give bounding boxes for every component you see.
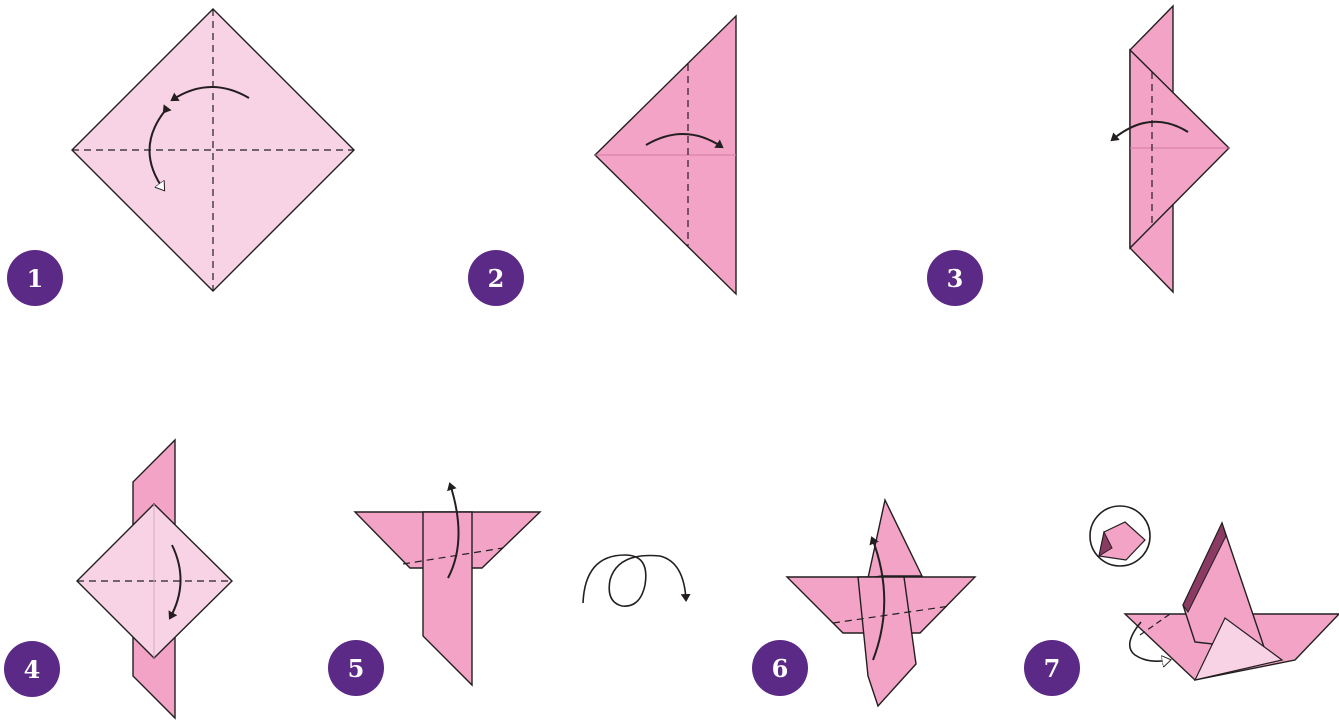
- fold-arrow-icon: [645, 133, 724, 149]
- step-1-figure: [71, 8, 355, 292]
- square-paper: [71, 8, 355, 292]
- turn-over-icon: [582, 554, 691, 607]
- step-number-badge: 1: [7, 250, 63, 306]
- step-4-figure: [76, 438, 233, 720]
- fold-up-arrow-icon: [869, 536, 886, 661]
- head-flap: [867, 497, 924, 579]
- step-6-figure: [785, 497, 977, 708]
- center-strip: [422, 511, 473, 687]
- step-number-badge: 4: [4, 641, 60, 697]
- fold-up-arrow-icon: [447, 482, 460, 579]
- step-5-figure: [353, 482, 542, 687]
- fold-arrow-icon: [1110, 120, 1189, 142]
- detail-beak: [1098, 530, 1113, 558]
- step-number-badge: 6: [752, 640, 808, 696]
- fold-arrow-icon: [170, 86, 250, 102]
- step-2-figure: [594, 14, 737, 296]
- step-3-figure: [1110, 4, 1230, 294]
- step-number-badge: 2: [468, 250, 524, 306]
- tuck-arrow-icon: [1128, 621, 1170, 661]
- step-number-badge: 5: [328, 640, 384, 696]
- step-7-figure: [1089, 505, 1339, 681]
- front-flap: [1129, 48, 1230, 250]
- fold-crease: [832, 605, 951, 624]
- neck-edge: [1182, 521, 1227, 613]
- fold-arrow-icon: [168, 544, 182, 620]
- step-number-badge: 7: [1024, 640, 1080, 696]
- fold-crease: [402, 547, 504, 565]
- step-number-badge: 3: [927, 250, 983, 306]
- inner-fold: [1193, 617, 1284, 681]
- center-strip: [857, 576, 917, 708]
- unfold-arrow-icon: [148, 112, 165, 190]
- fold-crease: [1139, 613, 1171, 636]
